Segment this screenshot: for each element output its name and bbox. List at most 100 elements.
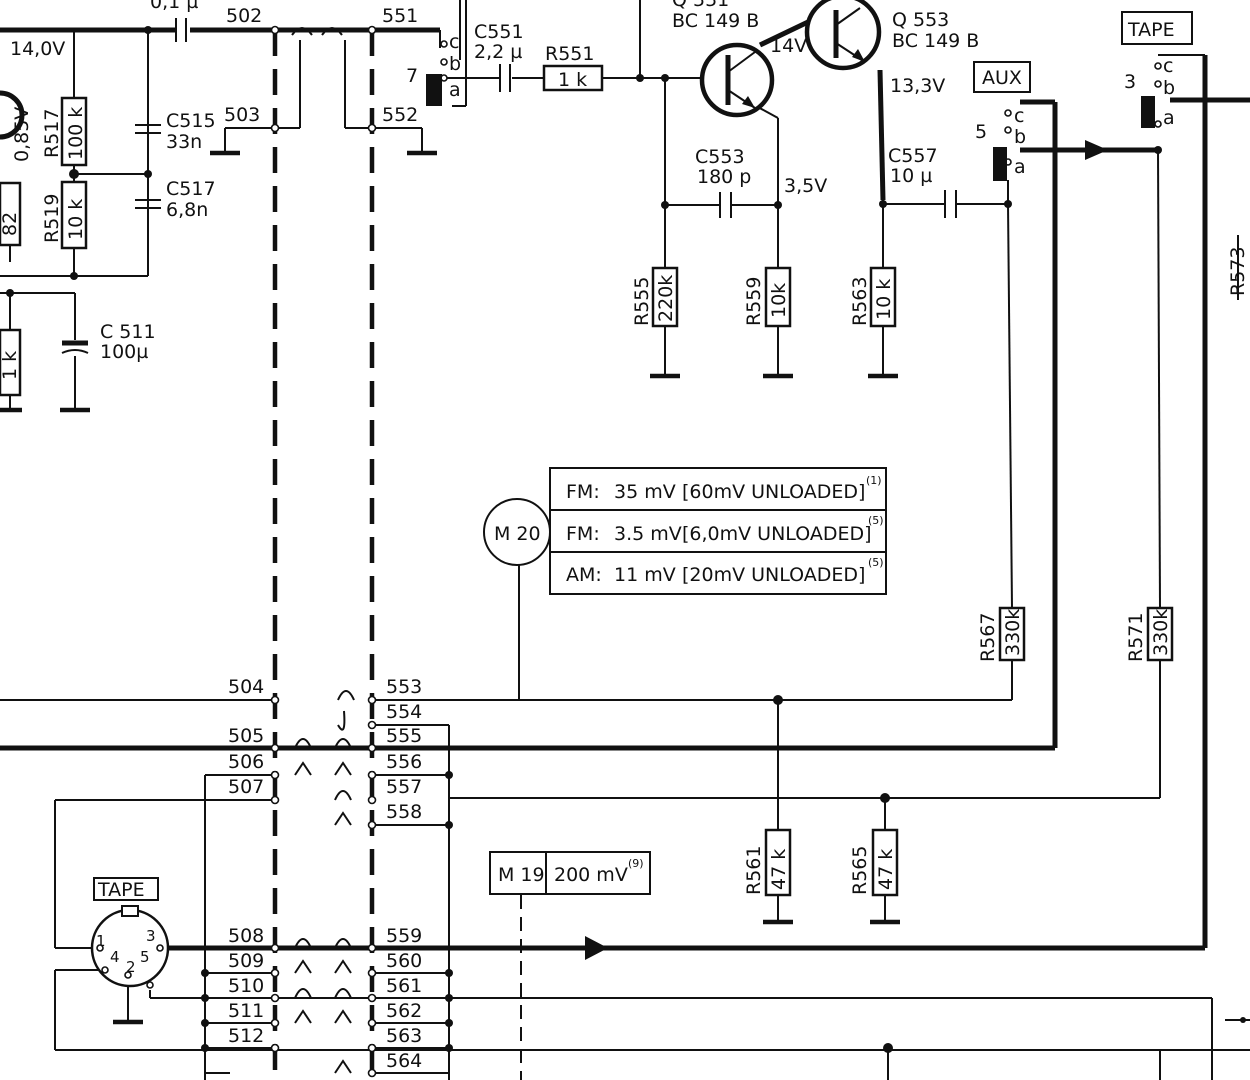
node-561: 561 <box>386 975 422 997</box>
node-558: 558 <box>386 801 422 823</box>
c517-name: C517 <box>166 178 216 200</box>
capacitor-plates <box>61 18 957 354</box>
tape-switch-label: TAPE <box>1127 19 1175 41</box>
aux-label: AUX <box>982 67 1022 89</box>
r517-name: R517 <box>41 109 63 158</box>
tape-pin-2: 2 <box>126 958 136 976</box>
switch-7-b: b <box>449 53 461 75</box>
node-552: 552 <box>382 104 418 126</box>
r559-name: R559 <box>743 277 765 326</box>
voltage-13-3: 13,3V <box>890 75 945 97</box>
r567-name: R567 <box>977 613 999 662</box>
voltage-3-5: 3,5V <box>784 175 827 197</box>
switch-bars <box>426 74 1155 181</box>
node-510: 510 <box>228 975 264 997</box>
aux-b: b <box>1014 126 1026 148</box>
m20-row2-value: 3.5 mV <box>614 523 682 545</box>
r563-value: 10 k <box>873 279 895 320</box>
m20-row2-note: (5) <box>868 514 884 527</box>
node-504: 504 <box>228 676 264 698</box>
node-502: 502 <box>226 5 262 27</box>
cap-top-value: 0,1 µ <box>150 0 198 13</box>
m19-value: 200 mV <box>554 864 628 886</box>
m20-row1-mode: FM: <box>566 481 600 503</box>
m20-row3-note: (5) <box>868 556 884 569</box>
voltage-0-85: 0,85V <box>11 107 33 162</box>
r517-value: 100 k <box>65 107 87 160</box>
q551-type: BC 149 B <box>672 10 759 32</box>
m19-box: M 19 200 mV (9) <box>498 857 644 886</box>
c515-name: C515 <box>166 110 216 132</box>
node-557: 557 <box>386 776 422 798</box>
r551-value: 1 k <box>558 69 587 91</box>
c557-name: C557 <box>888 145 938 167</box>
node-553: 553 <box>386 676 422 698</box>
r571-value: 330k <box>1150 609 1172 656</box>
m20-label: M 20 <box>494 523 541 545</box>
r571-name: R571 <box>1125 613 1147 662</box>
r559-value: 10k <box>768 283 790 318</box>
terminals <box>270 25 1162 1078</box>
tape-switch-b: b <box>1163 77 1175 99</box>
c551-value: 2,2 µ <box>474 41 522 63</box>
r555-name: R555 <box>631 277 653 326</box>
node-555: 555 <box>386 725 422 747</box>
node-512: 512 <box>228 1025 264 1047</box>
switch-7-c: c <box>449 31 459 53</box>
component-labels: 0,1 µ R517 100 k R519 10 k 82 1 k C515 3… <box>0 0 1249 895</box>
node-554: 554 <box>386 701 422 723</box>
c515-value: 33n <box>166 131 202 153</box>
measurement-boxes <box>90 11 1193 988</box>
node-508: 508 <box>228 925 264 947</box>
node-509: 509 <box>228 950 264 972</box>
m20-table: M 20 FM: 35 mV [60mV UNLOADED] (1) FM: 3… <box>494 474 884 586</box>
r573-name: R573 <box>1227 247 1249 296</box>
r561-name: R561 <box>743 846 765 895</box>
m20-row3-mode: AM: <box>566 564 602 586</box>
m20-row1-note: (1) <box>866 474 882 487</box>
tape-pin-5: 5 <box>140 948 150 966</box>
tape-pin-3: 3 <box>146 927 156 945</box>
tape-switch-c: c <box>1163 55 1173 77</box>
node-562: 562 <box>386 1000 422 1022</box>
tape-switch-pos: 3 <box>1124 71 1136 93</box>
m19-label: M 19 <box>498 864 545 886</box>
c553-value: 180 p <box>697 166 751 188</box>
node-563: 563 <box>386 1025 422 1047</box>
c511-name: C 511 <box>100 321 156 343</box>
r519-name: R519 <box>41 194 63 243</box>
r567-value: 330k <box>1002 609 1024 656</box>
tape-pin-4: 4 <box>110 948 120 966</box>
c511-value: 100µ <box>100 341 148 363</box>
voltage-14: 14V <box>770 35 807 57</box>
r519-value: 10 k <box>65 199 87 240</box>
switch-7-pos: 7 <box>406 65 418 87</box>
c557-value: 10 µ <box>890 165 932 187</box>
r565-value: 47 k <box>875 849 897 890</box>
tape-switch-a: a <box>1163 107 1175 129</box>
c551-name: C551 <box>474 21 524 43</box>
node-559: 559 <box>386 925 422 947</box>
node-labels: 502 551 503 552 504 505 506 507 508 509 … <box>224 5 422 1072</box>
ground-symbols <box>0 150 900 1025</box>
node-556: 556 <box>386 751 422 773</box>
m20-row2-unloaded: [6,0mV UNLOADED] <box>682 523 872 545</box>
transistors <box>0 0 882 140</box>
node-506: 506 <box>228 751 264 773</box>
aux-a: a <box>1014 156 1026 178</box>
junction-dots <box>6 26 1246 1053</box>
rleft2-value: 1 k <box>0 351 21 380</box>
m20-row1-value: 35 mV <box>614 481 676 503</box>
aux-pos: 5 <box>975 121 987 143</box>
r555-value: 220k <box>655 275 677 322</box>
r561-value: 47 k <box>768 849 790 890</box>
node-507: 507 <box>228 776 264 798</box>
tape-pin-1: 1 <box>96 932 106 950</box>
m20-row3-unloaded: [20mV UNLOADED] <box>682 564 865 586</box>
q553-type: BC 149 B <box>892 30 979 52</box>
node-505: 505 <box>228 725 264 747</box>
node-551: 551 <box>382 5 418 27</box>
dashed-shield-lines <box>272 30 375 1080</box>
